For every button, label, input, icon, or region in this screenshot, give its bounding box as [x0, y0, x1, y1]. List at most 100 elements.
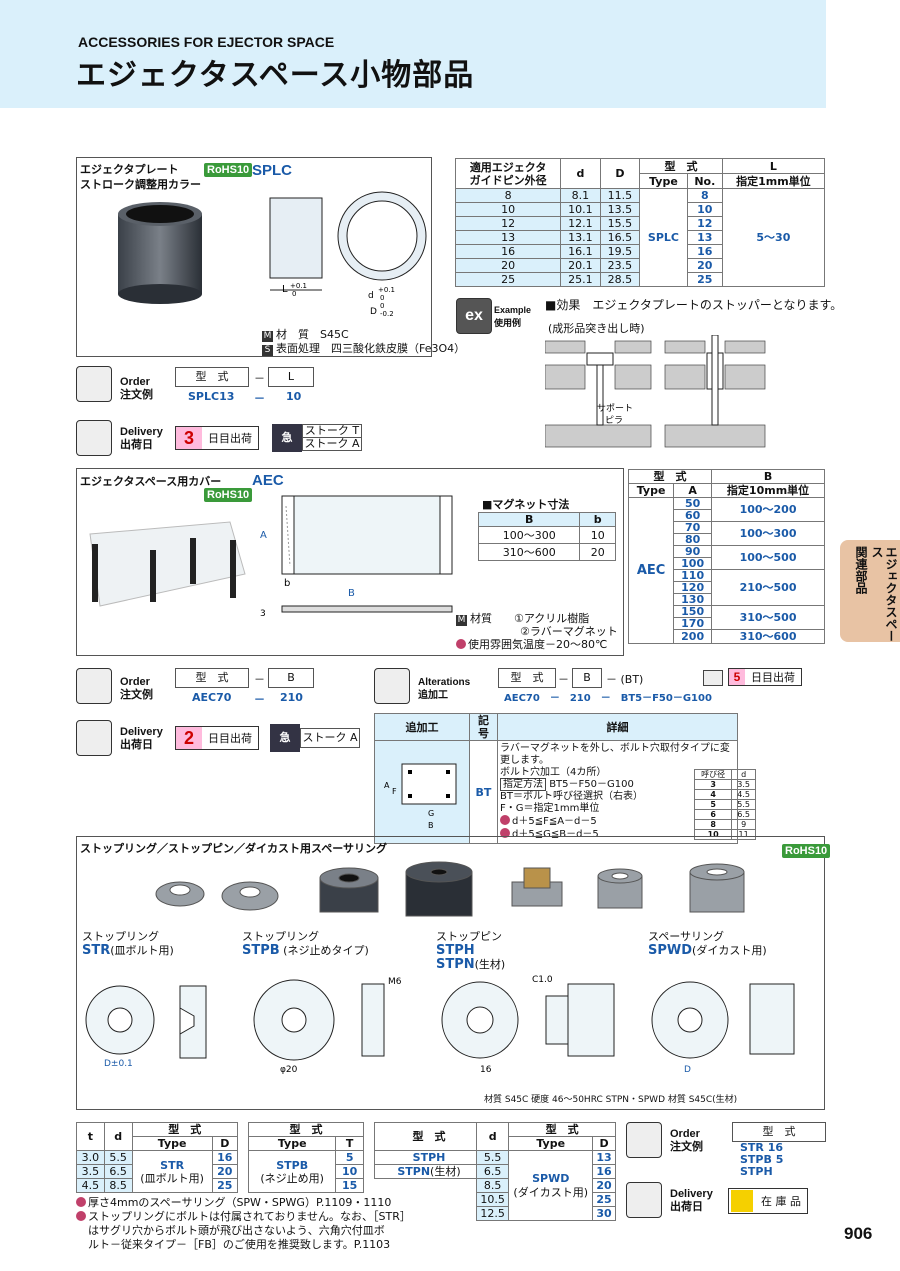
svg-text:-0.2: -0.2 [380, 310, 394, 318]
aec-order-h1: 型 式 [175, 668, 249, 688]
header-en: ACCESSORIES FOR EJECTOR SPACE [78, 34, 335, 50]
aec-stroke-a: ストーク A [300, 728, 360, 748]
svg-text:G: G [428, 809, 434, 818]
magnet-title: ■マグネット寸法 [482, 498, 570, 511]
truck-icon-str [626, 1182, 662, 1218]
str-order-h: 型 式 [732, 1122, 826, 1142]
phone-icon-aec [76, 668, 112, 704]
splc-order-h1: 型 式 [175, 367, 249, 387]
rohs-badge-str: RoHS10 [782, 844, 831, 858]
svg-text:0: 0 [380, 294, 384, 302]
express-icon-aec: 急 [270, 724, 300, 752]
truck-icon [76, 420, 112, 456]
alt-value: AEC70 － 210 － BT5－F50－G100 [504, 693, 712, 704]
splc-order-v2: 10 [286, 390, 302, 403]
box-icon [731, 1190, 753, 1212]
stock-badge: 在 庫 品 [728, 1188, 808, 1214]
svg-text:M6: M6 [388, 977, 402, 987]
splc-drawing: L+0.10 d+0.10 D0-0.2 [269, 191, 427, 318]
side-tab[interactable]: エジェクタスペース 関連部品 [840, 540, 900, 642]
svg-text:B: B [428, 821, 434, 830]
str-product-box [76, 836, 825, 1110]
svg-text:B: B [348, 588, 355, 599]
express-icon: 急 [272, 424, 302, 452]
example-effect: ■効果 エジェクタプレートのストッパーとなります。 [545, 298, 843, 312]
svg-text:L: L [282, 284, 288, 295]
svg-text:φ20: φ20 [280, 1065, 298, 1075]
stroke-a: ストーク A [302, 437, 362, 451]
phone-icon-str [626, 1122, 662, 1158]
aec-drawing: A b B 3 [260, 495, 453, 619]
aec-product-box [76, 468, 624, 656]
alteration-icon [374, 668, 410, 704]
side-tab-line1: エジェクタスペース [870, 546, 898, 642]
rohs-badge-aec: RoHS10 [204, 488, 253, 502]
header-jp: エジェクタスペース小物部品 [76, 58, 475, 93]
aec-order-h2: B [268, 668, 314, 688]
aec-order-v2: 210 [280, 691, 303, 704]
splc-order-h2: L [268, 367, 314, 387]
side-tab-line2: 関連部品 [854, 546, 868, 594]
str-drawings: D±0.1 φ20 16 D M6 C1.0 [85, 975, 795, 1075]
aec-order-v1: AEC70 [192, 691, 232, 704]
svg-text:d: d [368, 291, 374, 301]
svg-text:ピラ: ピラ [605, 415, 623, 426]
aec-material2: ②ラバーマグネット [520, 625, 618, 638]
splc-product-box [76, 157, 432, 357]
splc-photo [118, 202, 202, 304]
phone-icon [76, 366, 112, 402]
svg-text:F: F [392, 787, 397, 796]
svg-text:3: 3 [260, 609, 266, 619]
svg-text:A: A [260, 530, 267, 541]
splc-order-v1: SPLC13 [188, 390, 235, 403]
str-photos [155, 861, 745, 917]
rohs-badge: RoHS10 [204, 163, 253, 177]
aec-code: AEC [252, 472, 284, 489]
alt-truck-icon [703, 670, 723, 686]
svg-text:D±0.1: D±0.1 [104, 1059, 133, 1069]
splc-title: エジェクタプレートストローク調整用カラー [80, 163, 201, 191]
example-icon: ex [456, 298, 492, 334]
alt-h1: 型 式 [498, 668, 556, 688]
page-number: 906 [844, 1224, 873, 1243]
aec-title: エジェクタスペース用カバー [80, 475, 222, 488]
svg-text:D: D [370, 307, 377, 317]
str-notes: 厚さ4mmのスペーサリング（SPW・SPWG）P.1109・1110 ストップリ… [76, 1196, 411, 1252]
truck-icon-aec [76, 720, 112, 756]
svg-text:0: 0 [292, 290, 296, 298]
splc-code: SPLC [252, 162, 293, 179]
example-sub: (成形品突き出し時) [548, 322, 645, 335]
svg-text:b: b [284, 578, 290, 589]
str-title: ストップリング／ストップピン／ダイカスト用スペーサリング [80, 842, 388, 855]
svg-text:C1.0: C1.0 [532, 975, 553, 985]
svg-text:16: 16 [480, 1065, 492, 1075]
aec-photo [89, 521, 246, 607]
str-material-line: 材質 S45C 硬度 46～50HRC STPN・SPWD 材質 S45C(生材… [484, 1095, 738, 1105]
svg-text:サポート: サポート [597, 403, 633, 414]
